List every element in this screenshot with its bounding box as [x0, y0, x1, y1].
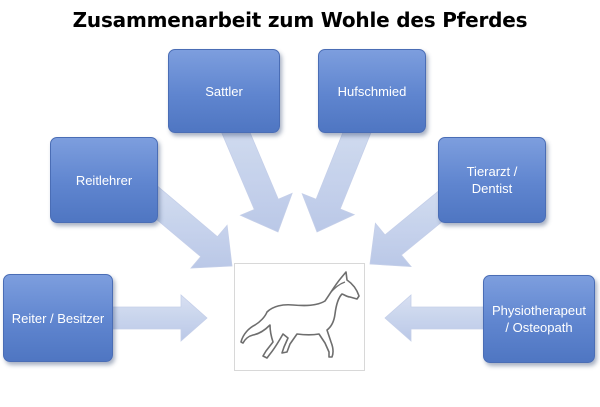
node-reiter-besitzer: Reiter / Besitzer [3, 274, 113, 362]
node-label: Physiotherapeut / Osteopath [492, 303, 586, 335]
node-label: Hufschmied [337, 83, 407, 99]
node-label: Reiter / Besitzer [11, 310, 105, 326]
diagram-title: Zusammenarbeit zum Wohle des Pferdes [72, 8, 528, 32]
horse-icon [240, 271, 360, 359]
node-reitlehrer: Reitlehrer [50, 137, 158, 223]
node-label: Reitlehrer [75, 172, 133, 188]
node-sattler: Sattler [168, 49, 280, 133]
node-physiotherapeut-osteopath: Physiotherapeut / Osteopath [483, 275, 595, 363]
node-tierarzt-dentist: Tierarzt / Dentist [438, 137, 546, 223]
node-label: Sattler [205, 83, 243, 99]
node-hufschmied: Hufschmied [318, 49, 426, 133]
node-label: Tierarzt / Dentist [466, 164, 518, 196]
horse-image [234, 263, 365, 371]
